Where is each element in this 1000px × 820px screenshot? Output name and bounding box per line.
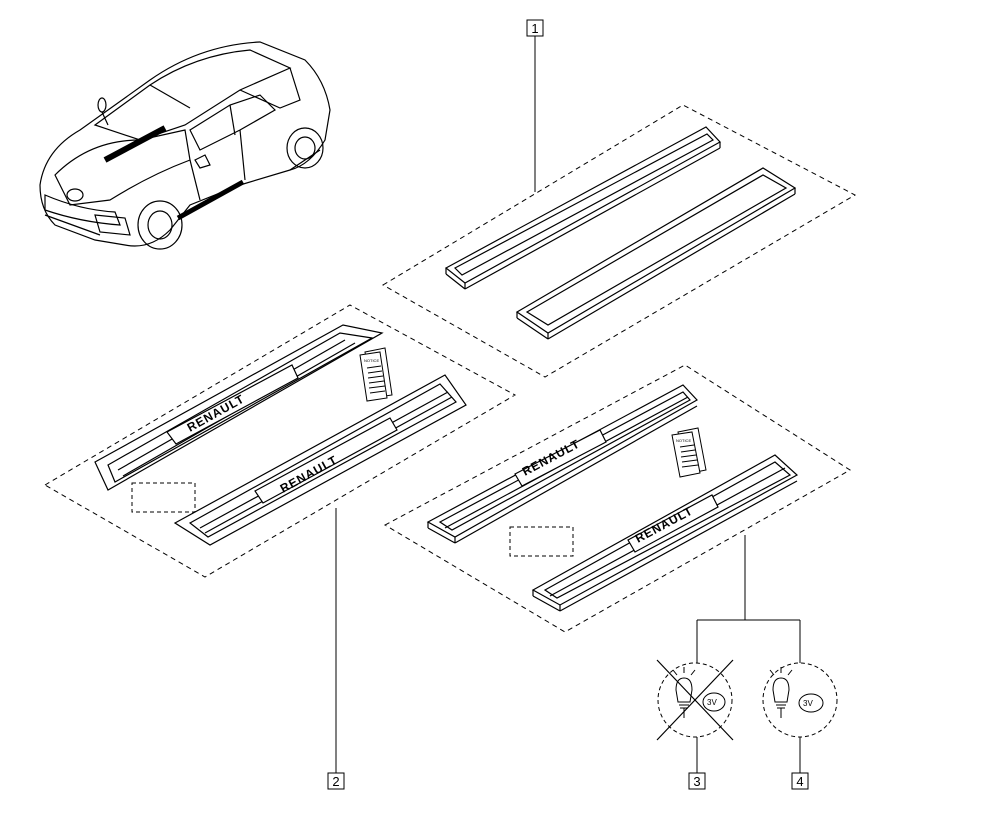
illuminated-sill-upper <box>426 384 698 544</box>
callout-4-label: 4 <box>796 774 803 789</box>
callout-3-label: 3 <box>693 774 700 789</box>
group-34-notice-label: NOTICE <box>676 438 691 443</box>
group-34-label-box <box>509 526 574 557</box>
leader-lines <box>335 36 801 773</box>
bulb-symbol-3 <box>656 659 734 741</box>
car-sill-strip <box>176 179 245 221</box>
group-34-dashed-frame <box>383 364 851 633</box>
bulb-3-voltage: 3V <box>707 698 717 707</box>
callout-4: 4 <box>791 772 809 790</box>
branded-sill-upper <box>94 324 384 491</box>
group-2-branded-sills: RENAULT RENAULT NOTICE <box>44 304 517 578</box>
plain-sill-lower <box>515 167 797 340</box>
callout-2: 2 <box>327 772 345 790</box>
callout-3: 3 <box>688 772 706 790</box>
car-illustration <box>39 41 331 250</box>
group-2-label-box <box>131 482 196 513</box>
bulb-symbol-4 <box>762 662 838 738</box>
car-hood-strip <box>103 125 167 163</box>
group-34-illuminated-sills: RENAULT RENAULT NOTICE <box>383 364 851 633</box>
group-1-dashed-frame <box>382 104 857 378</box>
group-2-notice-label: NOTICE <box>364 358 379 363</box>
group-2-notice-booklet <box>359 347 393 402</box>
group-2-dashed-frame <box>44 304 517 578</box>
callout-2-label: 2 <box>332 774 339 789</box>
illuminated-sill-lower <box>531 454 799 612</box>
bulb-4-voltage: 3V <box>803 699 813 708</box>
group-34-notice-booklet <box>671 427 707 478</box>
group-1-plain-sills <box>382 104 857 378</box>
branded-sill-lower <box>173 374 467 546</box>
plain-sill-upper <box>444 126 721 290</box>
callout-1: 1 <box>526 19 544 37</box>
callout-1-label: 1 <box>531 21 538 36</box>
